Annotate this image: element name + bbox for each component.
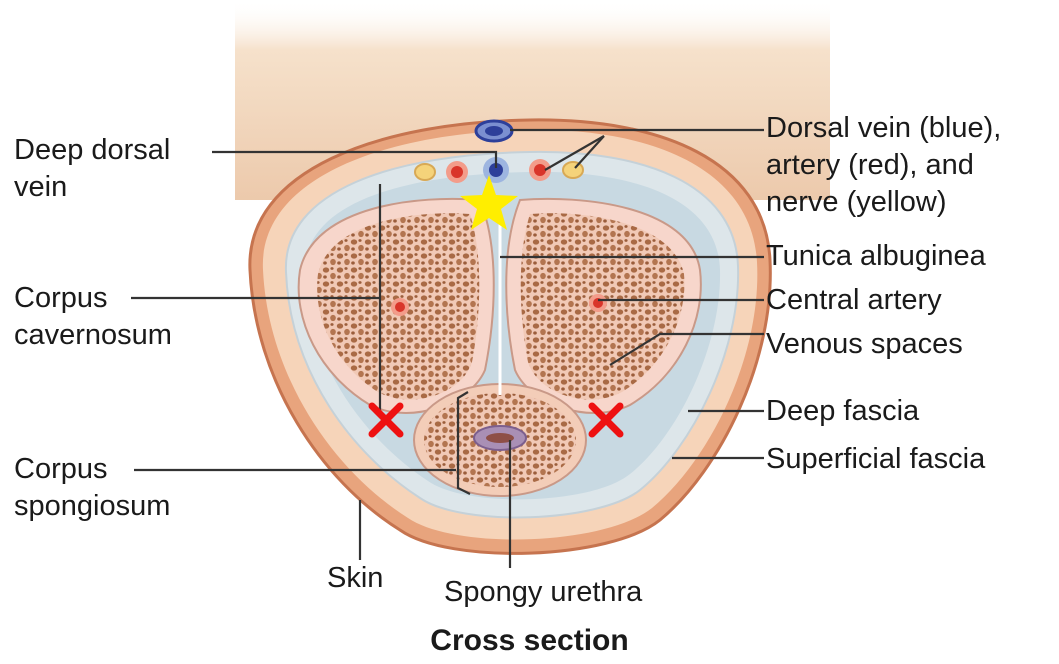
- superficial-dorsal-vein-core: [485, 126, 503, 136]
- dorsal-nerve-right: [563, 162, 583, 178]
- label-venous-spaces: Venous spaces: [766, 326, 963, 363]
- dorsal-artery-right-core: [534, 164, 546, 176]
- label-deep-fascia: Deep fascia: [766, 393, 919, 430]
- dorsal-artery-left-core: [451, 166, 463, 178]
- figure-caption: Cross section: [0, 624, 1059, 658]
- label-skin: Skin: [327, 560, 383, 597]
- central-artery-left-core: [395, 302, 405, 312]
- label-deep-dorsal-vein: Deep dorsal vein: [14, 132, 170, 206]
- label-tunica-albuginea: Tunica albuginea: [766, 238, 986, 275]
- dorsal-nerve-left: [415, 164, 435, 180]
- label-superficial-fascia: Superficial fascia: [766, 441, 985, 478]
- label-corpus-cavernosum: Corpus cavernosum: [14, 280, 172, 354]
- label-central-artery: Central artery: [766, 282, 942, 319]
- label-dorsal-bundle: Dorsal vein (blue), artery (red), and ne…: [766, 110, 1001, 221]
- label-spongy-urethra: Spongy urethra: [444, 574, 642, 611]
- label-corpus-spongiosum: Corpus spongiosum: [14, 451, 170, 525]
